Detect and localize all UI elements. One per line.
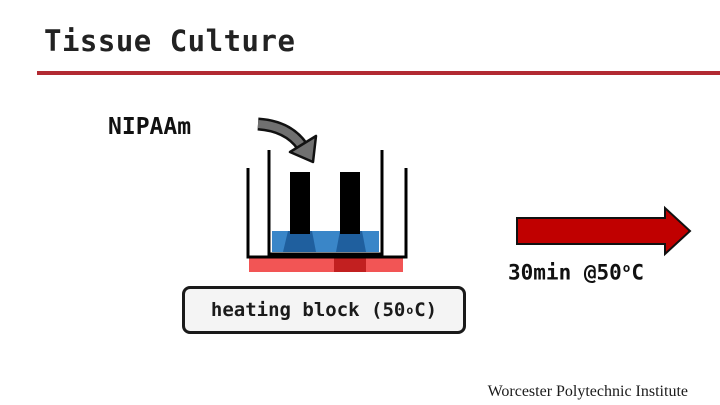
insert-left [290,172,310,234]
condition-unit: C [631,260,645,285]
heating-block-degree: o [406,303,414,317]
incubation-condition: 30min @50oC [508,260,644,285]
slide-title: Tissue Culture [44,24,296,58]
footer-institution: Worcester Polytechnic Institute [487,383,688,400]
heater-pad-center [334,258,366,272]
condition-text: 30min @50 [508,260,622,285]
condition-degree: o [622,260,631,275]
medium-shadow-right [336,231,366,252]
inner-well [267,150,384,256]
insert-right [340,172,360,234]
heater-pad [249,258,403,272]
process-arrow [516,205,692,257]
medium-shadow-left [283,231,316,252]
heating-block-label: heating block (50 [210,299,406,321]
heating-block-label-end: C) [414,299,438,321]
title-rule [37,71,720,75]
culture-dish [246,168,408,259]
pour-arrow [257,117,318,164]
reagent-label: NIPAAm [108,114,192,140]
